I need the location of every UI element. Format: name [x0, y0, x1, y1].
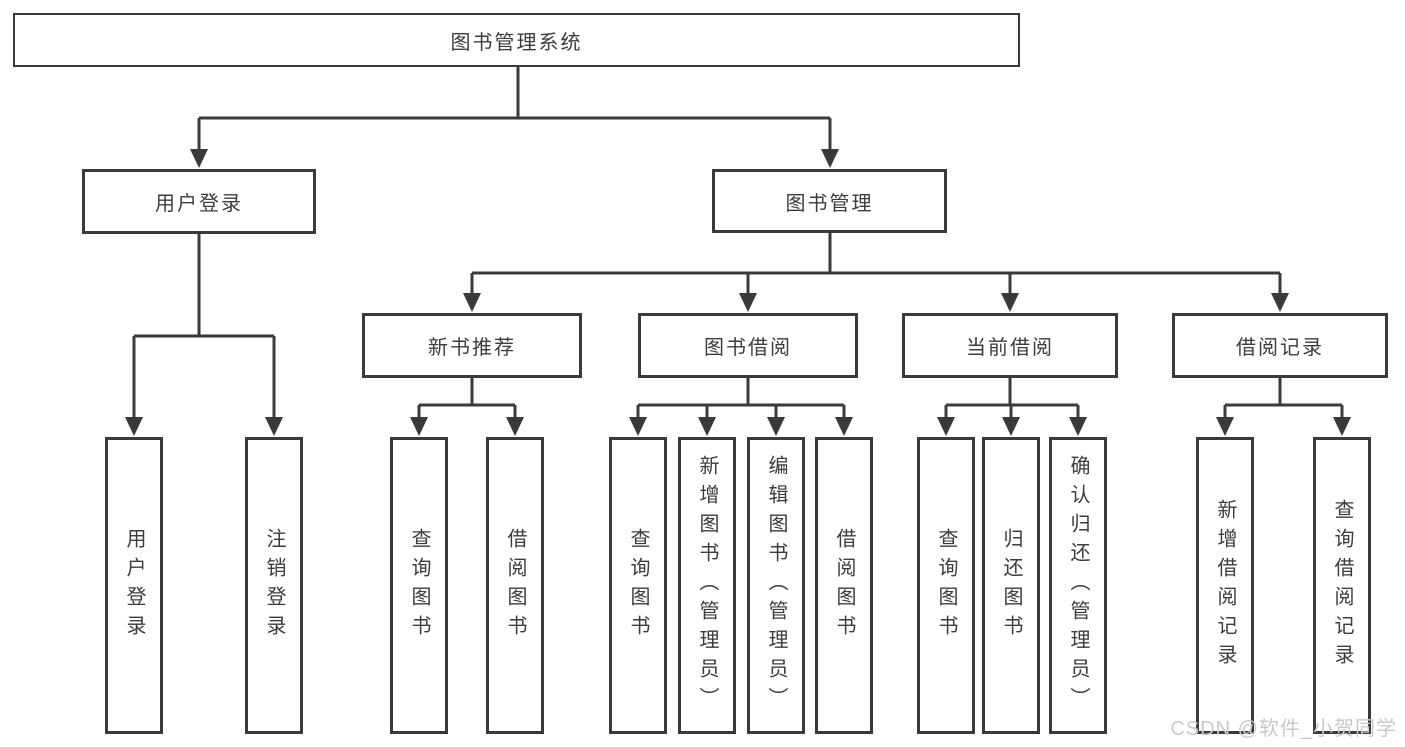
connector-borrowing-records-to-leaves [1216, 378, 1351, 436]
node-borrowing-records-label: 借阅记录 [1236, 337, 1324, 359]
node-new-book-recommendation-label: 新书推荐 [428, 337, 516, 359]
leaf-cb-query-books-label: 查询图书 [935, 527, 957, 644]
leaf-bb-add-books-admin-label: 新增图书（管理员） [696, 455, 718, 716]
leaf-bb-query-books: 查询图书 [609, 437, 667, 734]
leaf-bb-edit-books-admin: 编辑图书（管理员） [747, 437, 805, 734]
node-new-book-recommendation: 新书推荐 [362, 313, 582, 378]
connector-user-login-to-leaves [125, 234, 283, 436]
node-user-login: 用户登录 [82, 169, 316, 234]
leaf-bb-borrow-books: 借阅图书 [815, 437, 873, 734]
connector-new-book-recommendation-to-leaves [410, 378, 524, 436]
leaf-br-query-borrow-record-label: 查询借阅记录 [1331, 498, 1353, 673]
connector-current-borrowing-to-leaves [937, 378, 1087, 436]
node-borrowing-records: 借阅记录 [1172, 313, 1388, 378]
node-user-login-label: 用户登录 [155, 193, 243, 215]
leaf-user-login: 用户登录 [105, 437, 163, 734]
connector-book-borrowing-to-leaves [629, 378, 853, 436]
leaf-bb-add-books-admin: 新增图书（管理员） [678, 437, 736, 734]
node-book-management: 图书管理 [712, 169, 947, 233]
leaf-nb-query-books: 查询图书 [390, 437, 448, 734]
node-root-label: 图书管理系统 [450, 31, 583, 54]
leaf-nb-borrow-books-label: 借阅图书 [504, 527, 526, 644]
leaf-bb-borrow-books-label: 借阅图书 [833, 527, 855, 644]
leaf-cb-return-books: 归还图书 [982, 437, 1040, 734]
node-book-borrowing-label: 图书借阅 [704, 337, 792, 359]
connector-root-to-level2 [190, 67, 839, 168]
leaf-cb-return-books-label: 归还图书 [1000, 527, 1022, 644]
leaf-nb-borrow-books: 借阅图书 [486, 437, 544, 734]
leaf-bb-query-books-label: 查询图书 [627, 527, 649, 644]
leaf-br-add-borrow-record-label: 新增借阅记录 [1214, 498, 1236, 673]
leaf-br-add-borrow-record: 新增借阅记录 [1196, 437, 1254, 734]
node-root: 图书管理系统 [13, 13, 1020, 67]
node-book-management-label: 图书管理 [785, 192, 874, 215]
leaf-cb-confirm-return-admin-label: 确认归还（管理员） [1067, 455, 1089, 716]
watermark-text: CSDN @软件_小贺同学 [1170, 718, 1397, 740]
leaf-user-login-label: 用户登录 [123, 527, 145, 644]
node-current-borrowing: 当前借阅 [902, 313, 1118, 378]
node-current-borrowing-label: 当前借阅 [966, 337, 1054, 359]
node-book-borrowing: 图书借阅 [638, 313, 858, 378]
leaf-logout: 注销登录 [245, 437, 303, 734]
leaf-bb-edit-books-admin-label: 编辑图书（管理员） [765, 455, 787, 716]
leaf-nb-query-books-label: 查询图书 [408, 527, 430, 644]
leaf-cb-confirm-return-admin: 确认归还（管理员） [1049, 437, 1107, 734]
leaf-br-query-borrow-record: 查询借阅记录 [1313, 437, 1371, 734]
leaf-logout-label: 注销登录 [263, 527, 285, 644]
leaf-cb-query-books: 查询图书 [917, 437, 975, 734]
connector-book-management-to-groups [463, 233, 1289, 312]
